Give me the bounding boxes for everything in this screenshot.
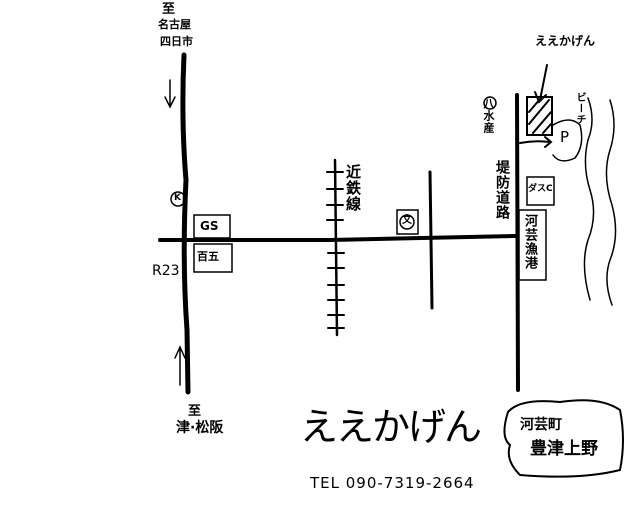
gas-station-box <box>193 214 231 239</box>
port-box <box>518 209 547 281</box>
address-cloud <box>503 399 624 478</box>
main-cross-road <box>158 234 517 242</box>
north-to-label: 至 <box>162 2 176 17</box>
logo: ええかげん <box>300 405 482 449</box>
gas-station-label: GS <box>200 219 219 233</box>
small-shop-box <box>526 176 555 206</box>
port-label: 河芸漁港 <box>522 214 537 270</box>
address-town: 河芸町 <box>520 417 562 433</box>
north-city-nagoya: 名古屋 <box>158 18 191 31</box>
bank-box <box>193 243 233 273</box>
shop-building <box>526 96 553 136</box>
parking-area <box>552 119 583 162</box>
beach-label: ビーチ <box>574 92 585 125</box>
fishery-circle <box>483 96 497 110</box>
shop-hatching <box>528 98 552 134</box>
route-label: R23 <box>152 263 180 279</box>
parking-label: P <box>560 128 570 146</box>
school-circle <box>399 214 415 230</box>
school-box <box>396 209 419 235</box>
north-city-yokkaichi: 四日市 <box>160 35 193 48</box>
shoreline <box>583 97 595 301</box>
small-shop-label: ダスC <box>528 184 553 194</box>
school-symbol: 文 <box>402 215 412 226</box>
south-to-label: 至 <box>188 404 202 419</box>
address-area: 豊津上野 <box>530 439 598 459</box>
south-arrow <box>174 345 186 386</box>
railway-label: 近鉄線 <box>344 164 362 212</box>
south-cities: 津·松阪 <box>176 420 224 436</box>
shop-pointer-label: ええかげん <box>535 34 596 48</box>
embankment-road-line <box>515 93 520 392</box>
kintetsu-railway <box>333 158 339 337</box>
bank-label: 百五 <box>197 250 219 263</box>
fishery-label: 八水産 <box>482 98 495 134</box>
police-symbol: K <box>174 193 181 203</box>
embankment-road-label: 堤防道路 <box>494 160 510 220</box>
north-arrow <box>164 79 176 109</box>
route-23-road <box>180 52 191 395</box>
tel-number: TEL 090-7319-2664 <box>310 474 475 492</box>
police-circle <box>170 191 186 207</box>
sea-wave <box>605 99 617 306</box>
side-road <box>428 170 434 310</box>
railway-ties <box>326 171 345 329</box>
entrance-arrow <box>519 136 553 148</box>
